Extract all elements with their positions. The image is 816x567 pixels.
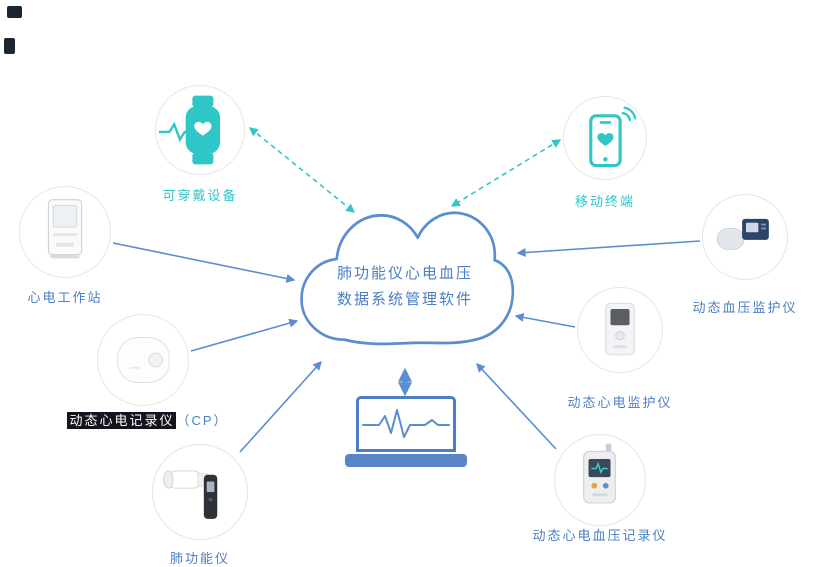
ecg-monitor-image (605, 302, 635, 356)
smartphone-icon (589, 106, 637, 168)
cloud-shape (300, 211, 515, 346)
arrow-ecg-monitor-cloud (514, 312, 576, 328)
arrow-holter-recorder-cloud (190, 318, 299, 352)
holter-recorder-label-suffix: （CP） (176, 413, 229, 428)
spirometer-label: 肺功能仪 (169, 551, 230, 566)
bp-monitor-circle (702, 194, 788, 280)
arrow-mobile-cloud (450, 139, 562, 207)
ecg-monitor-label: 动态心电监护仪 (567, 395, 673, 410)
ecg-bp-recorder-image (583, 443, 616, 504)
mobile-label: 移动终端 (574, 194, 635, 209)
arrow-spirometer-cloud (239, 360, 322, 453)
workstation-circle (19, 186, 111, 278)
workstation-label: 心电工作站 (27, 290, 103, 305)
arrow-bp-monitor-cloud (516, 240, 701, 257)
laptop-base (345, 454, 467, 467)
holter-recorder-image (117, 337, 170, 383)
arrow-wearable-cloud (248, 127, 356, 213)
ecg-bp-recorder-circle (554, 434, 646, 526)
spirometer-circle (152, 444, 248, 540)
corner-artifact-2 (4, 38, 15, 54)
bp-monitor-image (716, 218, 769, 250)
holter-recorder-circle (97, 314, 189, 406)
arrow-workstation-cloud (112, 242, 296, 283)
arrow-ecg-bp-recorder-cloud (476, 363, 557, 450)
corner-artifact-1 (7, 6, 22, 18)
spirometer-image (163, 470, 218, 519)
laptop-screen (356, 396, 456, 452)
laptop-node (345, 396, 467, 470)
smartwatch-icon (158, 95, 221, 165)
ecg-workstation-image (47, 199, 83, 259)
ecg-waveform-icon (362, 409, 450, 438)
cloud-title-line1: 肺功能仪心电血压 (336, 265, 473, 282)
holter-recorder-label-main: 动态心电记录仪 (67, 412, 177, 429)
mobile-circle (563, 96, 647, 180)
cloud-title: 肺功能仪心电血压 数据系统管理软件 (293, 261, 517, 313)
ecg-bp-recorder-label: 动态心电血压记录仪 (532, 528, 668, 543)
cloud-node: 肺功能仪心电血压 数据系统管理软件 (293, 203, 517, 371)
holter-recorder-label: 动态心电记录仪（CP） (58, 410, 238, 429)
ecg-monitor-circle (577, 287, 663, 373)
wearable-circle (155, 85, 245, 175)
cloud-title-line2: 数据系统管理软件 (336, 291, 473, 308)
wearable-label: 可穿戴设备 (162, 188, 238, 203)
bp-monitor-label: 动态血压监护仪 (692, 300, 798, 315)
